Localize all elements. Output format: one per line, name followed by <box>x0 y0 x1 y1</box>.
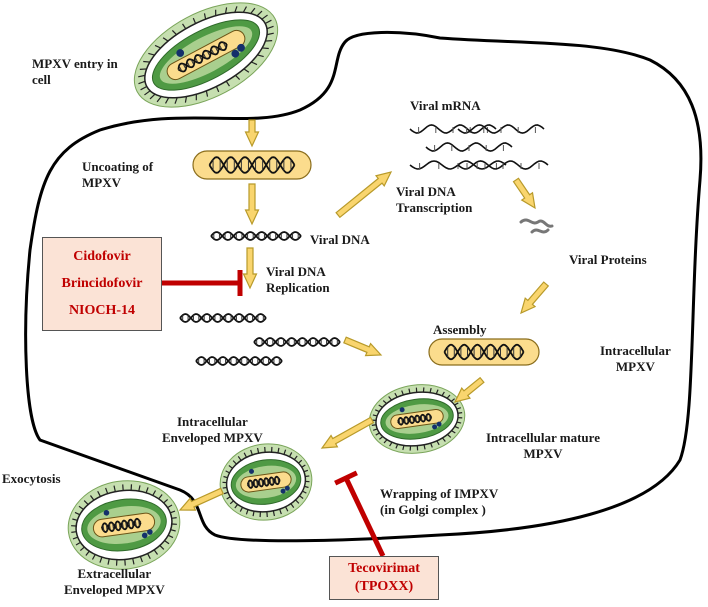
entry-label-line1: MPXV entry in <box>32 56 118 71</box>
uncoated-core-icon <box>192 150 312 180</box>
intracellular-mpxv-label-line1: Intracellular <box>600 343 671 358</box>
uncoating-label-line1: Uncoating of <box>82 159 154 174</box>
dna-helix-icon <box>177 41 228 73</box>
arrow-enveloped-to-extracellular <box>178 487 225 511</box>
arrow-mrna-to-protein <box>512 177 536 210</box>
intracellular-mpxv-label: Intracellular MPXV <box>600 343 671 375</box>
arrow-entry-to-uncoating <box>244 119 260 148</box>
extracellular-label-line2: Enveloped MPXV <box>64 582 165 597</box>
arrow-replication-to-assembly <box>343 336 383 357</box>
viral-dna-label: Viral DNA <box>310 232 370 247</box>
inhibitor-replication-bar <box>162 270 243 296</box>
transcription-label-line1: Viral DNA <box>396 184 456 199</box>
arrow-dna-to-mrna <box>335 171 393 219</box>
replication-inhibitors-box: Cidofovir Brincidofovir NIOCH-14 <box>42 237 162 331</box>
replication-label: Viral DNA Replication <box>266 264 330 296</box>
tecovirimat-box: Tecovirimat (TPOXX) <box>329 556 439 600</box>
transcription-label: Viral DNA Transcription <box>396 184 472 216</box>
replicated-dna-helix-1 <box>179 313 267 323</box>
replicated-dna-helix-2 <box>253 337 341 347</box>
intracellular-mpxv-label-line2: MPXV <box>615 359 655 374</box>
entry-label: MPXV entry in cell <box>32 56 118 88</box>
arrow-assembly-to-mature <box>453 376 485 403</box>
intracellular-enveloped-label: Intracellular Enveloped MPXV <box>162 414 263 446</box>
replication-label-line1: Viral DNA <box>266 264 326 279</box>
extracellular-label-line1: Extracellular <box>77 566 152 581</box>
arrow-dna-replication <box>242 247 258 290</box>
enveloped-virion-icon <box>219 443 313 521</box>
intracellular-enveloped-label-line1: Intracellular <box>176 414 248 429</box>
drug-brincidofovir: Brincidofovir <box>61 276 143 291</box>
extracellular-label: Extracellular Enveloped MPXV <box>64 566 165 598</box>
entry-virion-icon <box>133 2 279 108</box>
drug-cidofovir: Cidofovir <box>73 249 131 264</box>
mrna-icon <box>425 142 513 152</box>
inhibitor-wrapping-bar <box>334 470 386 558</box>
dna-helix-icon <box>397 413 433 426</box>
assembly-label: Assembly <box>433 322 487 337</box>
viral-dna-helix <box>210 231 302 241</box>
mature-virion-icon <box>368 384 466 454</box>
wrapping-label-line1: Wrapping of IMPXV <box>380 486 499 501</box>
mrna-icon <box>457 124 545 134</box>
entry-label-line2: cell <box>32 72 51 87</box>
cell-membrane <box>24 30 703 543</box>
replication-label-line2: Replication <box>266 280 330 295</box>
arrow-uncoating-to-dna <box>244 183 260 226</box>
dna-helix-icon <box>208 156 296 174</box>
arrow-mature-to-enveloped <box>320 416 375 449</box>
intracellular-enveloped-label-line2: Enveloped MPXV <box>162 430 263 445</box>
assembly-core-icon <box>428 338 540 366</box>
dna-helix-icon <box>100 517 142 533</box>
intracellular-mature-label-line2: MPXV <box>523 446 563 461</box>
drug-tpoxx: (TPOXX) <box>354 579 414 594</box>
drug-tecovirimat: Tecovirimat <box>348 561 420 576</box>
viral-proteins-label: Viral Proteins <box>569 252 647 267</box>
transcription-label-line2: Transcription <box>396 200 473 215</box>
intracellular-mature-label-line1: Intracellular mature <box>486 430 600 445</box>
dna-helix-icon <box>443 343 525 361</box>
wrapping-label-line2: (in Golgi complex ) <box>380 502 486 517</box>
mrna-icon <box>457 160 549 170</box>
drug-nioch-14: NIOCH-14 <box>68 303 136 318</box>
replicated-dna-helix-3 <box>195 356 283 366</box>
uncoating-label-line2: MPXV <box>82 175 121 190</box>
uncoating-label: Uncoating of MPXV <box>82 159 153 191</box>
arrow-protein-to-assembly <box>520 281 550 315</box>
intracellular-mature-label: Intracellular mature MPXV <box>486 430 600 462</box>
wrapping-label: Wrapping of IMPXV (in Golgi complex ) <box>380 486 498 518</box>
exocytosis-label: Exocytosis <box>2 471 61 486</box>
protein-icon <box>519 218 554 234</box>
extracellular-virion-icon <box>67 480 181 570</box>
dna-helix-icon <box>246 475 281 489</box>
viral-mrna-label: Viral mRNA <box>410 98 481 113</box>
